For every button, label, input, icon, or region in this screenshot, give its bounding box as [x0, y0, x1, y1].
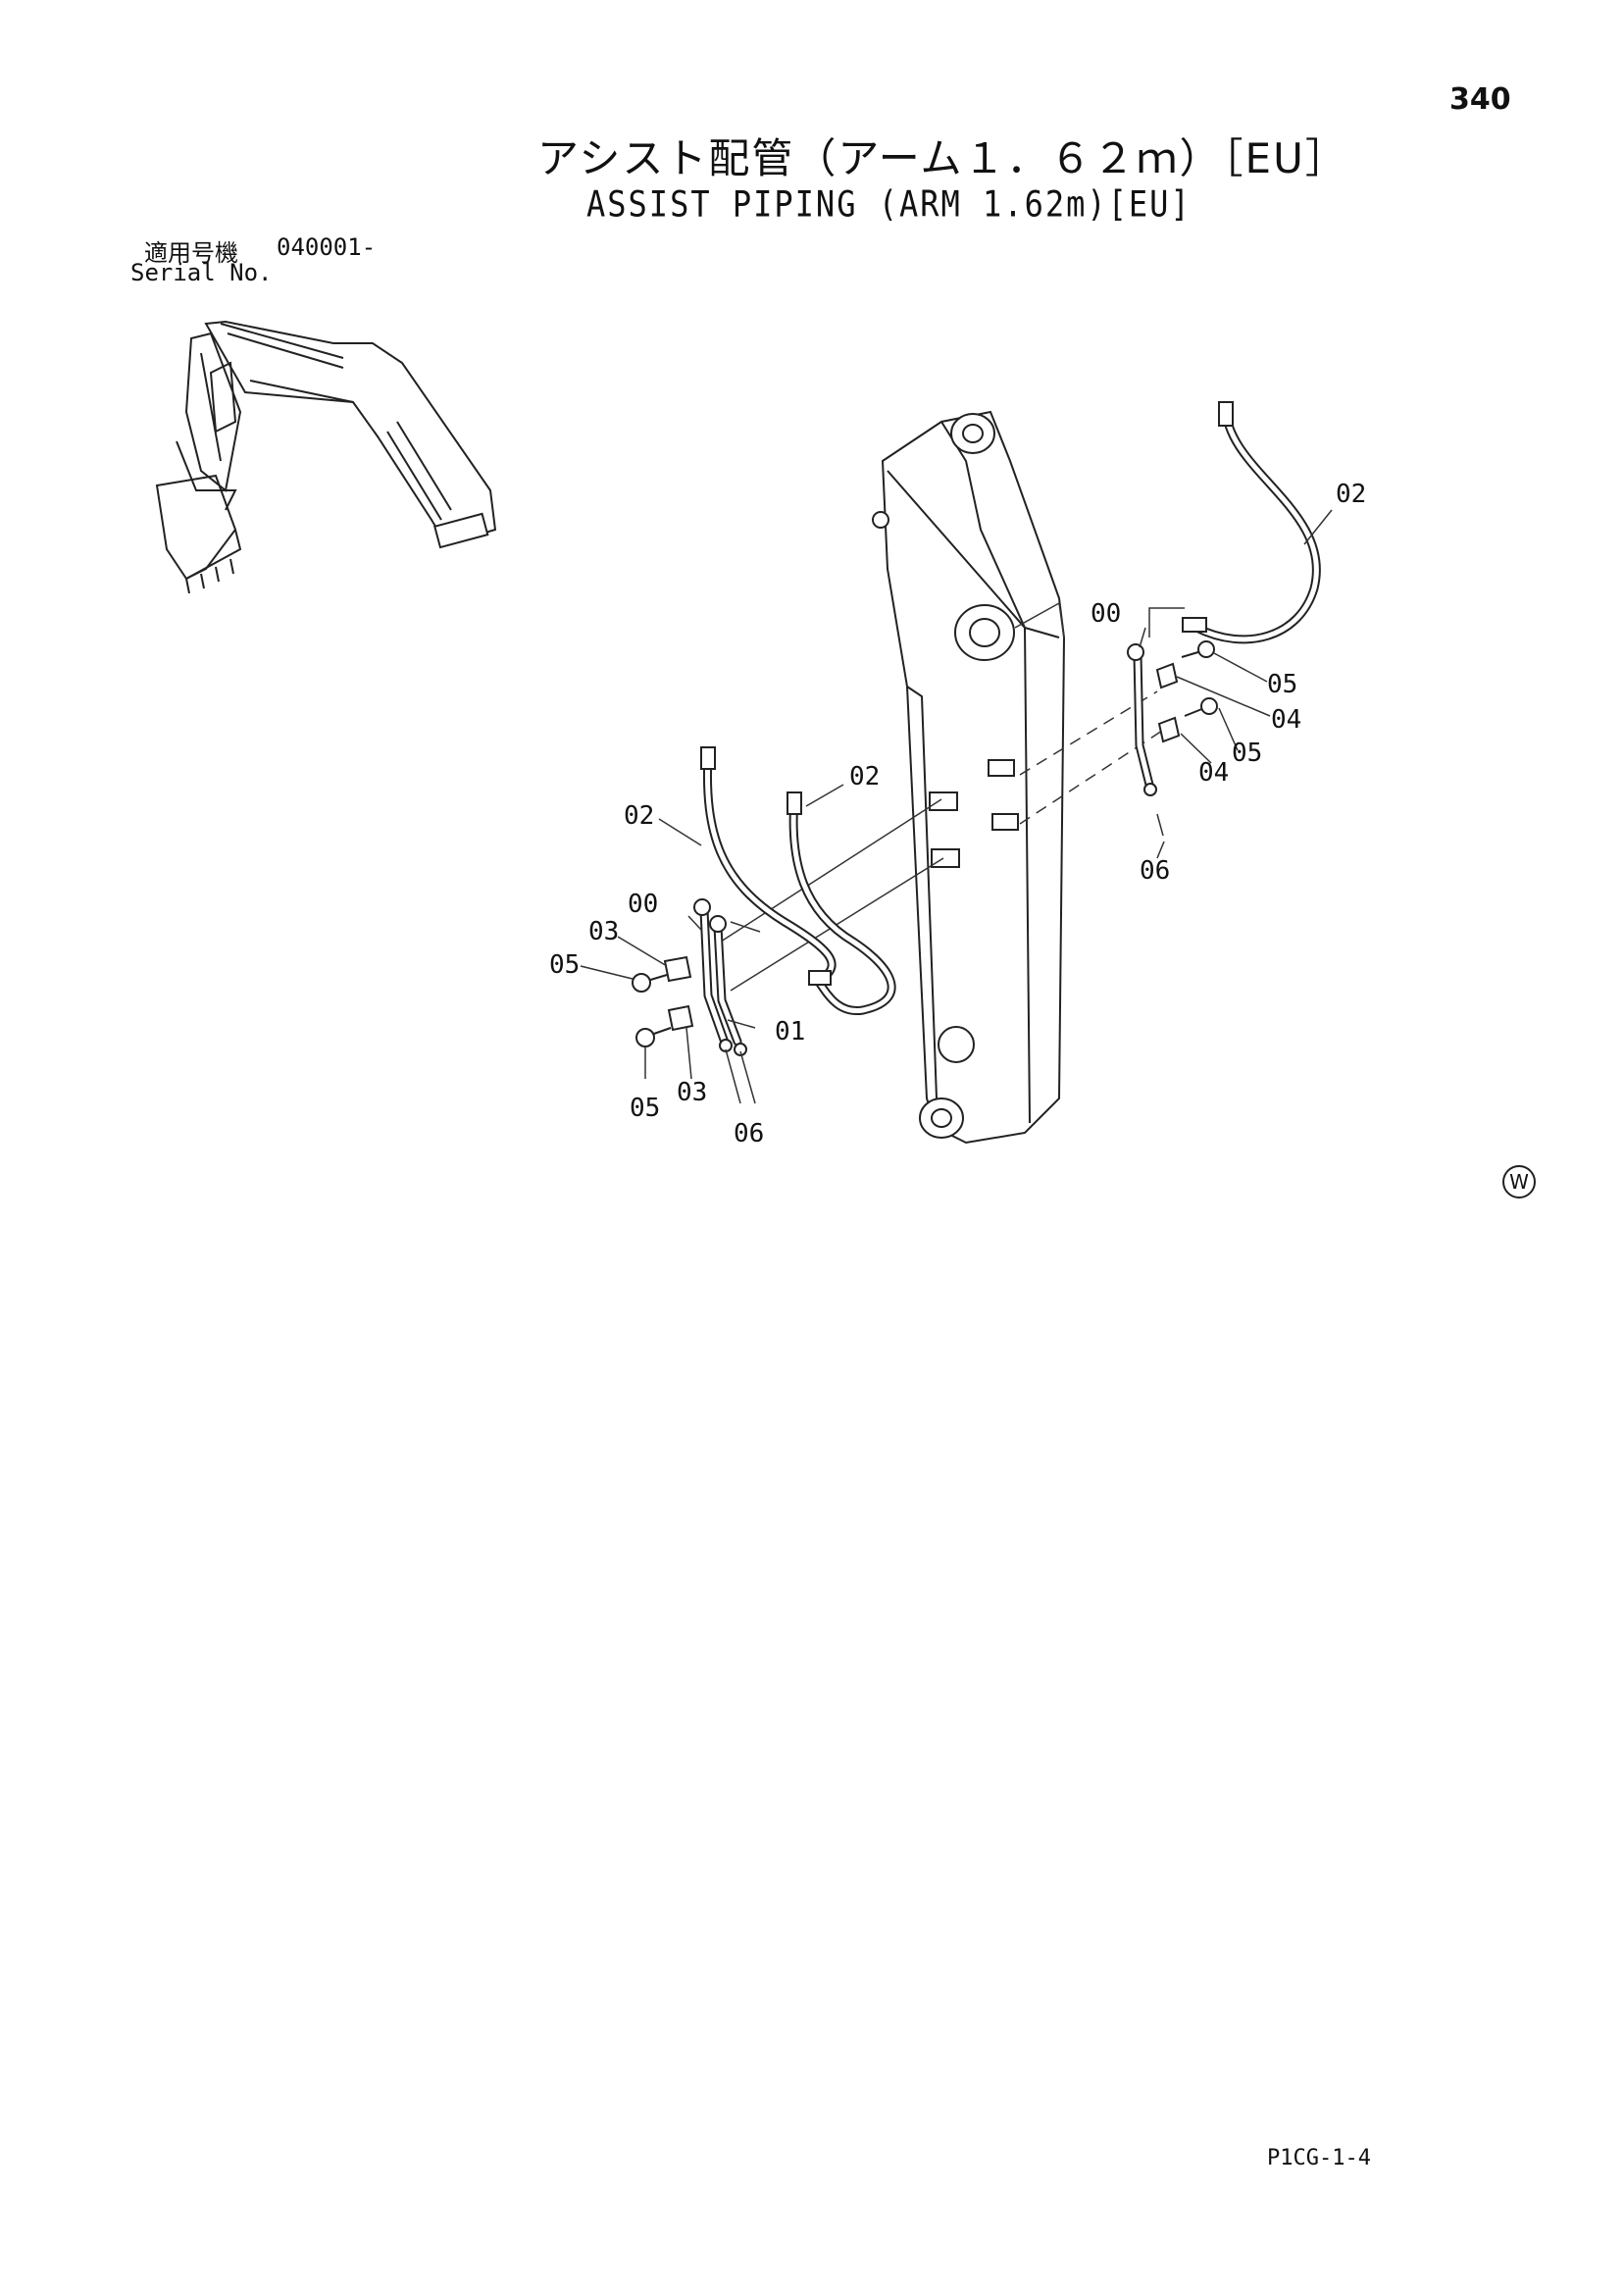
- callout-05-right-b: 05: [1232, 739, 1262, 768]
- hoses-left: [700, 746, 896, 1015]
- right-fittings: [1155, 640, 1218, 743]
- page-number: 340: [1449, 82, 1511, 117]
- hose-right: [1182, 401, 1321, 644]
- assembly-lines: [720, 690, 1163, 992]
- callout-06-right: 06: [1140, 856, 1170, 886]
- page-title-english: ASSIST PIPING (ARM 1.62m)[EU]: [586, 182, 1192, 226]
- excavator-arm-thumbnail: [155, 320, 497, 594]
- callout-05-left-a: 05: [549, 950, 580, 980]
- pipe-right: [1127, 643, 1164, 837]
- callout-03-left-a: 03: [588, 917, 619, 946]
- callout-leaders: [580, 509, 1333, 1104]
- page-code: P1CG-1-4: [1267, 2146, 1371, 2170]
- watermark-symbol: W: [1502, 1165, 1536, 1199]
- callout-labels: 02 00 05 04 05 04 06 02 02 00 03 05 01 0…: [549, 480, 1366, 1148]
- callout-02-mid: 02: [849, 762, 880, 791]
- callout-04-right-b: 04: [1198, 758, 1229, 788]
- serial-label-english: Serial No.: [130, 259, 273, 286]
- callout-02-right: 02: [1336, 480, 1366, 509]
- callout-00-right: 00: [1091, 599, 1121, 629]
- arm-structure: [872, 410, 1066, 1145]
- serial-number-value: 040001-: [277, 233, 377, 261]
- callout-03-left-b: 03: [677, 1078, 707, 1107]
- callout-05-right-a: 05: [1267, 670, 1297, 699]
- callout-00-left: 00: [628, 890, 658, 919]
- callout-01-left: 01: [775, 1017, 805, 1046]
- callout-04-right-a: 04: [1271, 705, 1301, 735]
- callout-06-left: 06: [734, 1119, 764, 1148]
- pipes-left: [693, 898, 761, 1056]
- left-fittings: [632, 955, 694, 1047]
- page-title-japanese: アシスト配管（アーム１．６２ｍ）［EU］: [537, 134, 1348, 182]
- callout-05-left-b: 05: [630, 1094, 660, 1123]
- callout-02-left: 02: [624, 801, 654, 831]
- serial-label-japanese: 適用号機: [144, 239, 238, 267]
